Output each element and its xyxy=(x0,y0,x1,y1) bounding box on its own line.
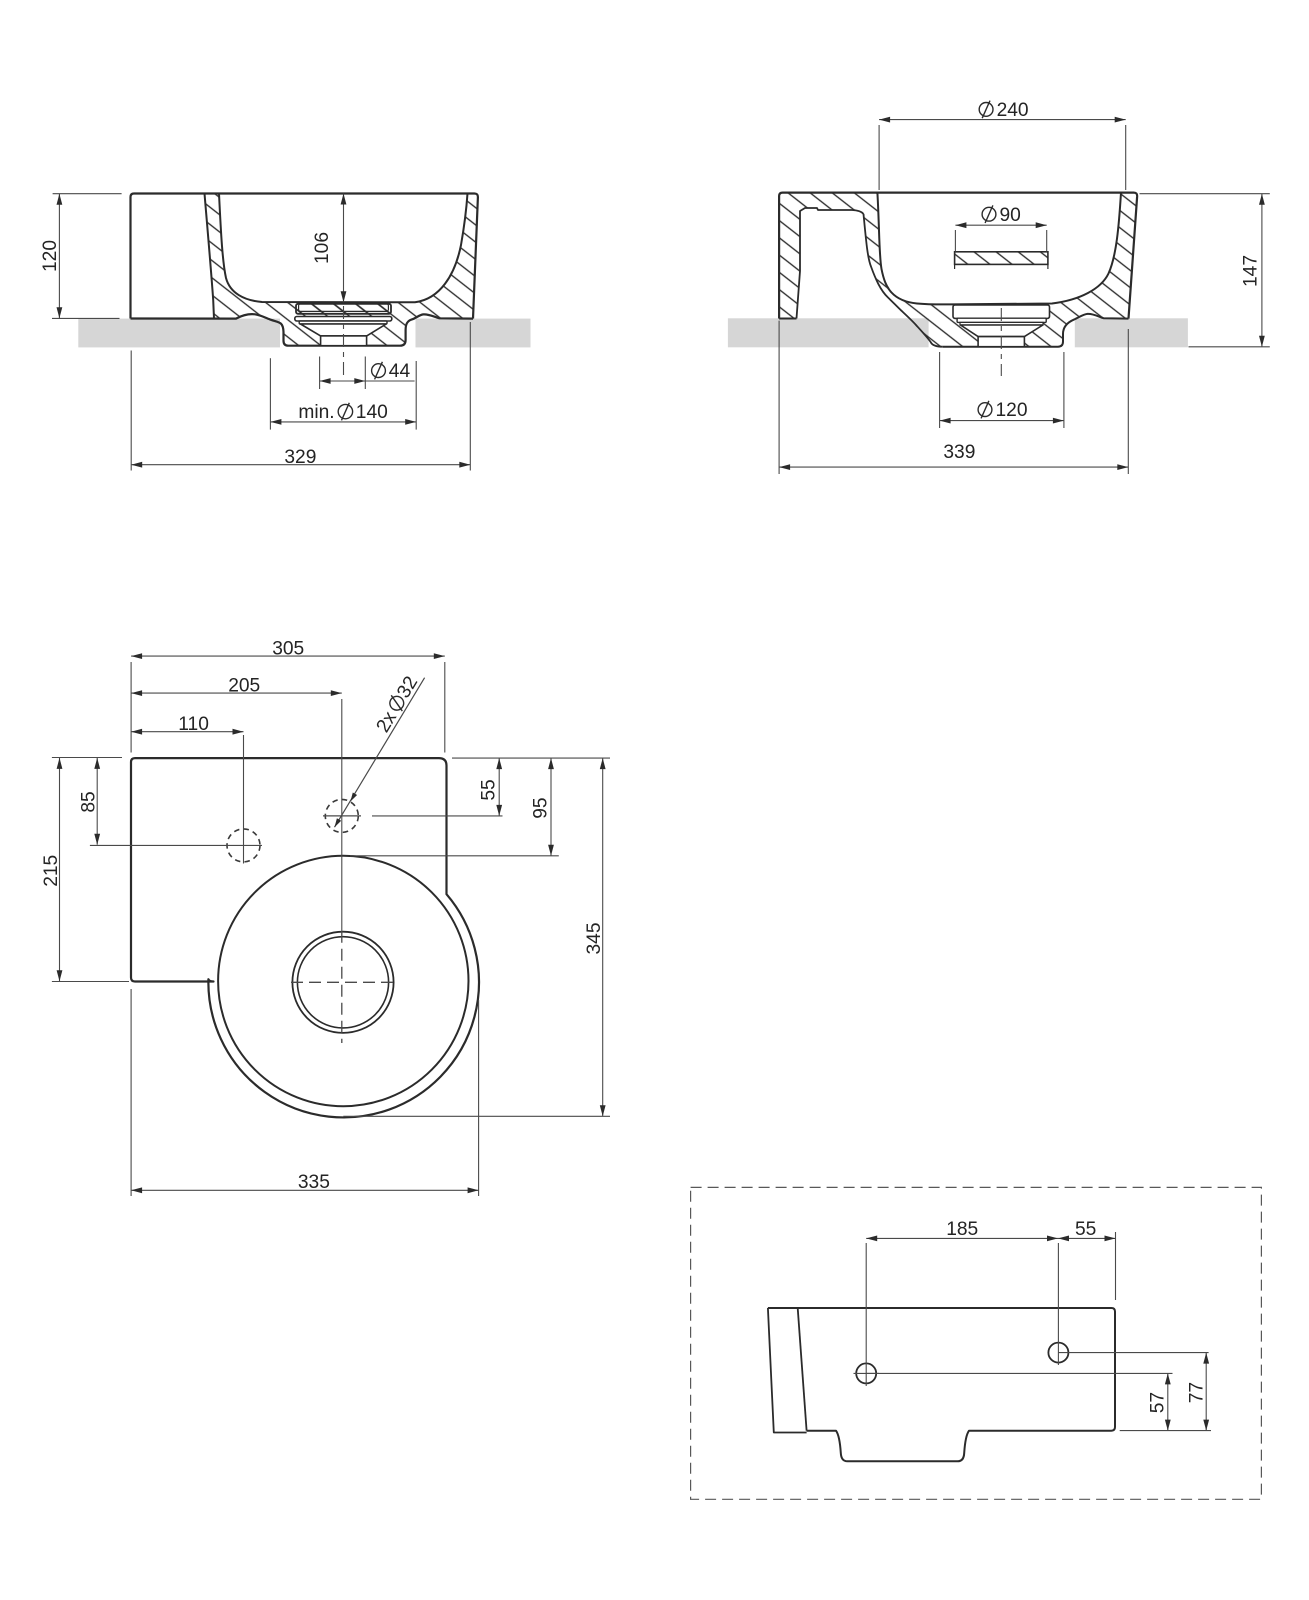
svg-text:185: 185 xyxy=(946,1219,978,1240)
svg-text:147: 147 xyxy=(1241,255,1262,287)
svg-text:120: 120 xyxy=(40,240,61,272)
svg-text:77: 77 xyxy=(1187,1382,1208,1403)
svg-text:215: 215 xyxy=(41,855,62,887)
svg-text:339: 339 xyxy=(943,442,975,463)
svg-text:57: 57 xyxy=(1148,1392,1169,1413)
svg-text:120: 120 xyxy=(996,400,1028,421)
svg-text:44: 44 xyxy=(389,361,411,382)
svg-text:min.: min. xyxy=(298,402,334,423)
svg-text:90: 90 xyxy=(1000,205,1021,226)
svg-text:55: 55 xyxy=(479,779,500,800)
svg-text:345: 345 xyxy=(584,922,605,954)
svg-text:110: 110 xyxy=(178,714,209,735)
svg-text:106: 106 xyxy=(312,232,333,264)
svg-text:240: 240 xyxy=(997,100,1029,121)
svg-text:140: 140 xyxy=(356,402,388,423)
svg-text:329: 329 xyxy=(284,447,316,468)
svg-text:305: 305 xyxy=(272,638,304,659)
svg-text:55: 55 xyxy=(1075,1219,1096,1240)
svg-text:85: 85 xyxy=(78,791,99,812)
svg-text:335: 335 xyxy=(298,1172,330,1193)
svg-text:95: 95 xyxy=(530,797,551,818)
svg-text:205: 205 xyxy=(228,676,260,697)
